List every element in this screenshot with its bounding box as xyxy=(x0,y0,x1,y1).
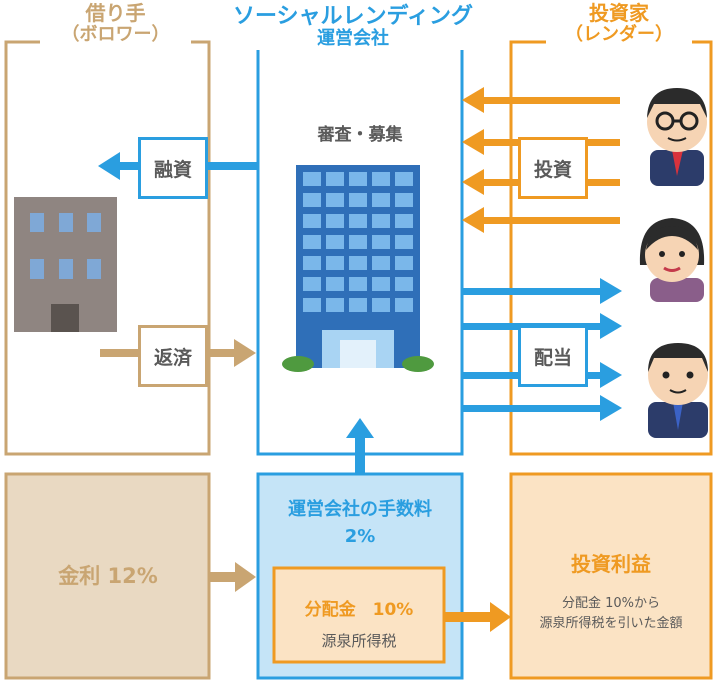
platform-title-line2: 運営会社 xyxy=(317,28,389,50)
withholding-text: 源泉所得税 xyxy=(321,632,397,650)
investor-title-line1: 投資家 xyxy=(589,1,649,25)
invest-label: 投資 xyxy=(518,137,588,199)
investor-man-icon xyxy=(648,343,708,438)
profit-description-line2: 源泉所得税を引いた金額 xyxy=(539,615,683,631)
profit-description-line1: 分配金 10%から xyxy=(561,596,661,611)
profit-title: 投資利益 xyxy=(571,552,651,576)
fee-up-arrow xyxy=(346,418,374,474)
borrower-title-line2: （ボロワー） xyxy=(61,24,170,45)
investor-man-glasses-icon xyxy=(647,88,707,186)
distribution-box xyxy=(272,566,446,664)
screening-text: 審査・募集 xyxy=(317,125,403,145)
investor-title: 投資家 （レンダー） xyxy=(546,2,692,46)
platform-title-line1: ソーシャルレンディング xyxy=(232,4,474,29)
office-tower-icon xyxy=(282,165,434,372)
repay-label: 返済 xyxy=(138,325,208,387)
borrower-title-line1: 借り手 xyxy=(85,1,146,25)
distribution-to-profit-arrow xyxy=(444,602,511,632)
distribution-text: 分配金 10% xyxy=(304,600,414,620)
interest-text: 金利 12% xyxy=(58,564,158,588)
dividend-label: 配当 xyxy=(518,325,588,387)
investor-title-line2: （レンダー） xyxy=(565,24,673,45)
interest-box xyxy=(4,472,211,680)
investment-profit-box xyxy=(509,472,713,680)
profit-description: 分配金 10%から 源泉所得税を引いた金額 xyxy=(513,594,709,633)
fee-title-line2: 2% xyxy=(344,526,376,547)
platform-title: ソーシャルレンディング 運営会社 xyxy=(226,4,480,50)
borrower-title: 借り手 （ボロワー） xyxy=(40,2,191,46)
interest-to-fee-arrow xyxy=(209,562,256,592)
fee-title-line1: 運営会社の手数料 xyxy=(288,499,432,520)
building-icon xyxy=(14,197,117,332)
fee-title: 運営会社の手数料 2% xyxy=(260,496,460,550)
loan-label: 融資 xyxy=(138,137,208,199)
investor-woman-icon xyxy=(639,218,705,302)
